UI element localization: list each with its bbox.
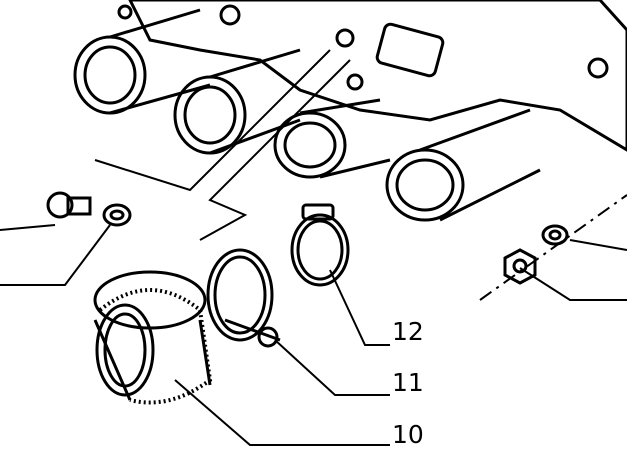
intake-manifold [73, 0, 627, 222]
hose-clamp-12 [290, 203, 350, 287]
leader-lines [0, 49, 627, 446]
temperature-sensor [46, 191, 132, 227]
callout-12: 12 [392, 317, 424, 346]
callout-10: 10 [392, 420, 424, 449]
sleeve-10 [93, 270, 213, 405]
hose-clamp-11 [206, 248, 281, 348]
stud-nut-washer [479, 194, 627, 301]
callout-11: 11 [392, 368, 424, 397]
